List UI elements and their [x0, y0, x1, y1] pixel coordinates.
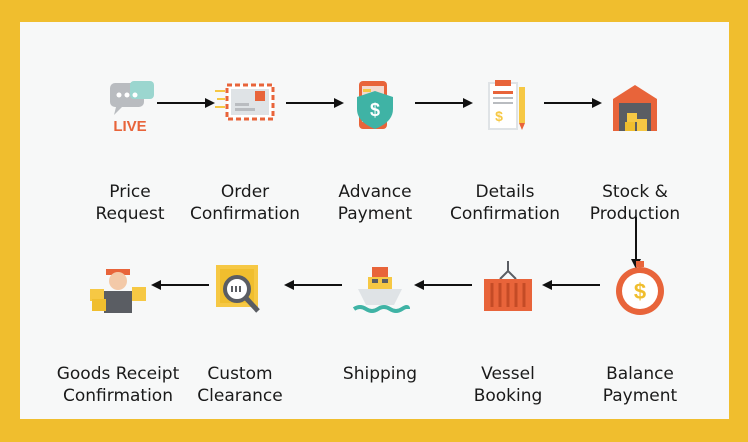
stopwatch-dollar-icon: $ [610, 259, 670, 319]
arrow-right [544, 98, 602, 108]
step-details-confirmation: $ Details Confirmation [435, 77, 575, 224]
step-order-confirmation: Order Confirmation [175, 77, 315, 224]
step-stock-production: Stock & Production [565, 77, 705, 224]
step-goods-receipt-confirmation: Goods Receipt Confirmation [48, 259, 188, 406]
mail-chip-icon [215, 77, 275, 137]
arrow-right [157, 98, 215, 108]
live-chat-icon: LIVE [100, 77, 160, 137]
arrow-left [151, 280, 209, 290]
step-label: Vessel Booking [473, 364, 543, 406]
container-icon [478, 259, 538, 319]
arrow-right [286, 98, 344, 108]
step-vessel-booking: Vessel Booking [438, 259, 578, 406]
step-label: Goods Receipt Confirmation [56, 364, 180, 406]
arrow-left [542, 280, 600, 290]
flow-panel: LIVE Price Request Order Confirmation [20, 22, 729, 419]
warehouse-icon [605, 77, 665, 137]
step-label: Advance Payment [337, 182, 413, 224]
arrow-right [415, 98, 473, 108]
delivery-worker-icon [88, 259, 148, 319]
svg-text:$: $ [634, 279, 646, 304]
step-label: Balance Payment [602, 364, 678, 406]
step-balance-payment: $ Balance Payment [570, 259, 710, 406]
svg-text:$: $ [495, 108, 503, 124]
mobile-payment-shield-icon: $ [345, 77, 405, 137]
package-inspection-icon [210, 259, 270, 319]
cargo-ship-icon [350, 259, 410, 319]
svg-text:$: $ [370, 100, 380, 120]
clipboard-pen-icon: $ [475, 77, 535, 137]
svg-text:LIVE: LIVE [113, 118, 146, 135]
step-advance-payment: $ Advance Payment [305, 77, 445, 224]
step-label: Price Request [95, 182, 165, 224]
step-label: Order Confirmation [190, 182, 300, 224]
step-label: Custom Clearance [197, 364, 283, 406]
step-custom-clearance: Custom Clearance [170, 259, 310, 406]
arrow-left [414, 280, 472, 290]
step-label: Shipping [342, 364, 418, 384]
step-shipping: Shipping [310, 259, 450, 389]
step-label: Stock & Production [589, 182, 681, 224]
step-price-request: LIVE Price Request [60, 77, 200, 224]
arrow-left [284, 280, 342, 290]
step-label: Details Confirmation [450, 182, 560, 224]
